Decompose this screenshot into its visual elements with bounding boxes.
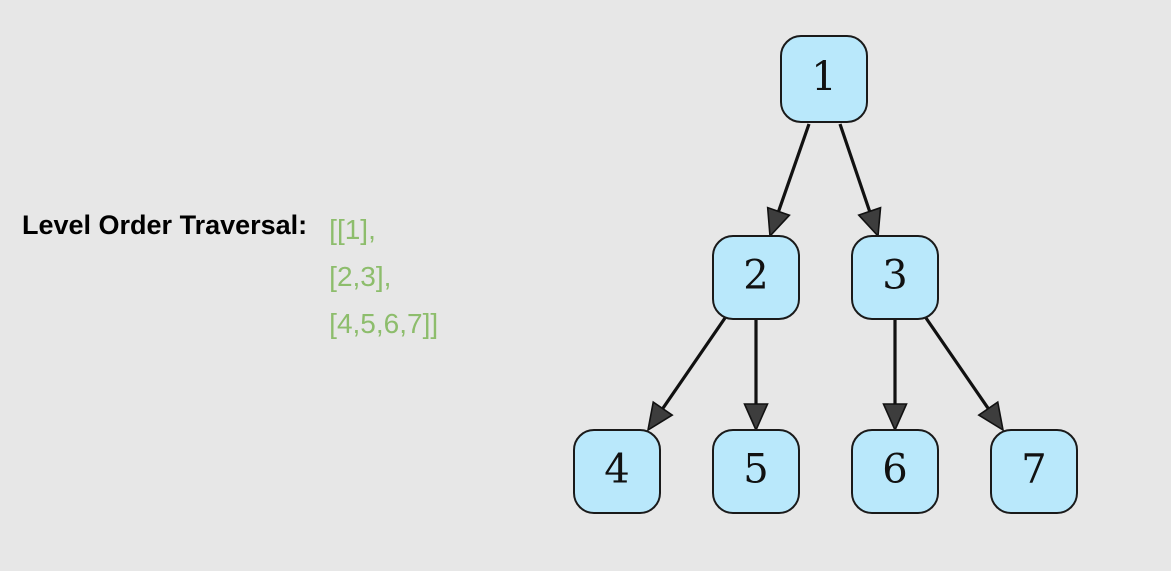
node-shape[interactable] bbox=[712, 429, 800, 514]
tree-node-3[interactable]: 3 bbox=[851, 235, 939, 320]
node-label: 4 bbox=[604, 447, 629, 493]
node-shape[interactable] bbox=[851, 235, 939, 320]
node-label: 3 bbox=[882, 253, 907, 299]
node-layer: 1 2 3 4 5 6 7 bbox=[573, 35, 1078, 514]
annotation-value-line: [4,5,6,7]] bbox=[329, 308, 439, 339]
edge-shaft bbox=[838, 123, 872, 212]
edge-arrowhead-icon bbox=[977, 400, 1005, 432]
annotation-value: [[1], [2,3], [4,5,6,7]] bbox=[329, 206, 438, 347]
node-label: 2 bbox=[743, 253, 768, 299]
tree-node-6[interactable]: 6 bbox=[851, 429, 939, 514]
node-label: 1 bbox=[811, 54, 836, 100]
edge-shaft bbox=[924, 317, 990, 410]
edge-arrowhead-icon bbox=[857, 206, 882, 238]
node-shape[interactable] bbox=[573, 429, 661, 514]
edge-arrowhead-icon bbox=[882, 403, 908, 432]
node-shape[interactable] bbox=[780, 35, 868, 123]
edge-layer bbox=[646, 123, 1005, 432]
tree-edge bbox=[882, 318, 908, 432]
node-label: 7 bbox=[1021, 447, 1046, 493]
tree-edge bbox=[766, 123, 811, 238]
tree-edge bbox=[743, 318, 769, 432]
node-shape[interactable] bbox=[990, 429, 1078, 514]
tree-edge bbox=[924, 317, 1005, 432]
tree-node-4[interactable]: 4 bbox=[573, 429, 661, 514]
annotation-label: Level Order Traversal: bbox=[22, 210, 308, 240]
tree-node-5[interactable]: 5 bbox=[712, 429, 800, 514]
edge-shaft bbox=[661, 317, 727, 410]
annotation-value-line: [[1], bbox=[329, 214, 376, 245]
node-shape[interactable] bbox=[712, 235, 800, 320]
tree-node-7[interactable]: 7 bbox=[990, 429, 1078, 514]
edge-shaft bbox=[777, 123, 811, 212]
edge-arrowhead-icon bbox=[743, 403, 769, 432]
node-label: 6 bbox=[882, 447, 907, 493]
tree-edge bbox=[646, 317, 727, 432]
node-shape[interactable] bbox=[851, 429, 939, 514]
tree-node-2[interactable]: 2 bbox=[712, 235, 800, 320]
edge-arrowhead-icon bbox=[646, 400, 674, 432]
node-label: 5 bbox=[743, 447, 768, 493]
edge-arrowhead-icon bbox=[766, 206, 791, 238]
tree-node-1[interactable]: 1 bbox=[780, 35, 868, 123]
annotation-value-line: [2,3], bbox=[329, 261, 392, 292]
tree-edge bbox=[838, 123, 882, 238]
level-order-annotation: Level Order Traversal: [[1], [2,3], [4,5,6… bbox=[22, 206, 438, 347]
